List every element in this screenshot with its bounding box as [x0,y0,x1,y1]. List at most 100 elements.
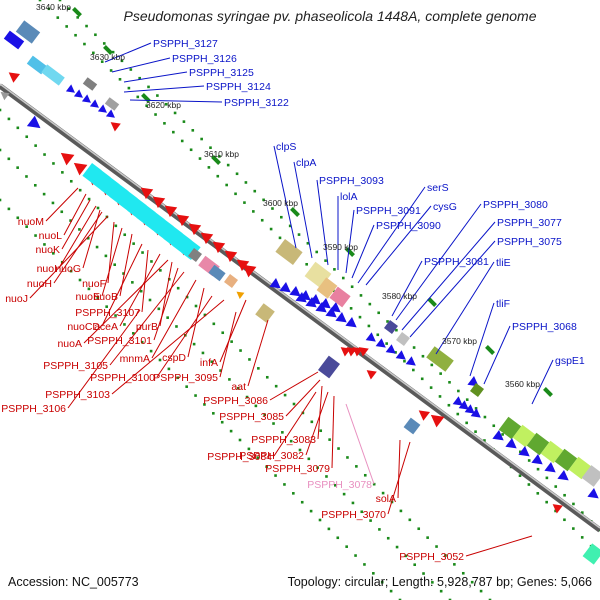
tick-dot [67,7,71,10]
tick-dot [316,466,319,469]
tick-dot [76,16,80,19]
tick-dot [297,233,301,236]
tick-dot [426,536,429,539]
gene-box [582,543,600,565]
tick-dot [288,224,292,228]
tick-dot [156,94,159,97]
forward-gene-label: PSPPH_3093 [319,175,384,187]
tick-dot [420,377,424,381]
tick-dot [429,386,433,389]
tick-dot [395,328,398,332]
tick-dot [221,331,225,335]
forward-gene-label: clpA [296,157,316,169]
leader-line [305,391,329,456]
tick-dot [33,183,37,187]
scale-label: 3590 kbp [323,242,358,252]
forward-arrow [295,291,307,303]
forward-gene-label: lolA [340,191,358,203]
tick-dot [212,322,216,326]
forward-gene-label: tliF [496,298,510,310]
tick-dot [545,500,548,504]
gene-box [181,240,201,260]
tick-dot [7,117,11,121]
scale-tick [345,247,355,257]
tick-dot [372,482,376,486]
leader-line [111,299,225,395]
tick-dot [140,340,144,344]
reverse-arrow [152,196,166,209]
tick-dot [43,243,46,246]
forward-arrow [305,296,317,308]
tick-dot [448,380,451,384]
tick-dot [78,188,82,192]
tick-dot [69,219,72,222]
tick-dot [78,228,81,231]
tick-dot [58,0,62,2]
reverse-gene-label: PSPPH_3082 [239,450,304,462]
tick-dot [131,281,134,284]
tick-dot [412,368,415,372]
tick-dot [96,296,100,300]
tick-dot [175,325,178,328]
forward-arrow [544,461,556,473]
scale-label: 3580 kbp [382,291,417,301]
tick-dot [351,501,355,505]
tick-dot [92,51,95,55]
tick-dot [65,25,68,28]
tick-dot [421,354,425,358]
tick-dot [368,302,372,306]
tick-dot [341,276,345,280]
reverse-arrow [212,241,226,254]
tick-dot [519,450,522,454]
leader-line [119,253,161,327]
tick-dot [210,360,214,364]
forward-gene-label: PSPPH_3122 [224,97,289,109]
tick-dot [52,252,55,255]
leader-line [247,319,269,387]
gene-box [15,20,41,44]
tick-dot [253,189,257,193]
reverse-arrow [164,205,178,218]
scale-label: 3620 kbp [146,100,181,110]
tick-dot [337,447,340,450]
leader-line [269,371,319,401]
tick-dot [269,227,273,231]
tick-dot [245,395,249,399]
rna-gene-label: PSPPH_3078 [307,479,372,491]
forward-gene-label: PSPPH_3126 [172,53,237,65]
tick-dot [176,376,180,380]
tick-dot [456,412,460,416]
leader-line [435,261,495,355]
leader-line [119,233,133,297]
tick-dot [234,192,237,196]
tick-dot [447,403,451,407]
forward-arrow [470,408,481,418]
reverse-arrow [110,122,121,132]
tick-dot [488,598,492,600]
tick-dot [327,527,331,531]
tick-dot [185,295,189,299]
reverse-arrow [224,250,238,263]
tick-dot [403,359,406,363]
tick-dot [139,289,143,293]
tick-dot [200,137,203,141]
tick-dot [247,447,251,451]
gene-box [383,319,399,335]
reverse-arrow [418,410,431,421]
tick-dot [260,218,264,222]
gene-box [554,448,578,472]
reverse-arrow [242,264,257,278]
tick-dot [148,298,152,302]
tick-dot [252,210,255,213]
tick-dot [74,33,77,37]
reverse-gene-label: mnmA [120,353,150,365]
forward-gene-label: PSPPH_3125 [189,67,254,79]
tick-dot [395,545,399,549]
leader-line [123,71,188,83]
tick-dot [439,372,442,375]
tick-dot [218,155,221,158]
tick-dot [360,510,364,514]
tick-dot [385,342,388,345]
map-title: Pseudomonas syringae pv. phaseolicola 14… [123,8,537,24]
reverse-arrow [60,152,75,166]
